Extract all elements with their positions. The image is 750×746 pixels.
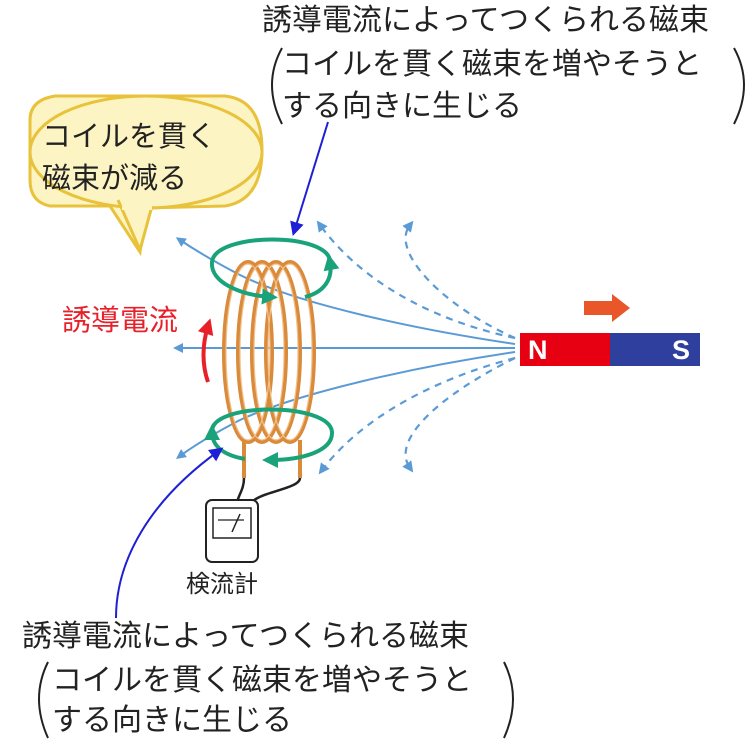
bottom-pointer-arrow bbox=[115, 447, 224, 619]
bottom-annotation-line1: 誘導電流によってつくられる磁束 bbox=[22, 619, 469, 654]
induced-current: 誘導電流 bbox=[62, 303, 214, 383]
coil-loop-2 bbox=[236, 260, 288, 444]
magnet-south-label: S bbox=[672, 335, 690, 365]
bottom-annotation-left-paren bbox=[38, 661, 49, 739]
galvanometer-needle bbox=[231, 513, 241, 533]
bottom-annotation-right-paren bbox=[503, 661, 514, 739]
speech-bubble: コイルを貫く 磁束が減る bbox=[28, 94, 264, 257]
bottom-annotation-line3: する向きに生じる bbox=[52, 703, 292, 738]
top-pointer-arrow bbox=[290, 121, 329, 237]
speech-bubble-line2: 磁束が減る bbox=[42, 161, 187, 195]
top-annotation-line1: 誘導電流によってつくられる磁束 bbox=[262, 3, 709, 38]
galvanometer: 検流計 bbox=[186, 499, 259, 598]
bottom-annotation: 誘導電流によってつくられる磁束 コイルを貫く磁束を増やそうと する向きに生じる bbox=[22, 619, 514, 739]
bottom-annotation-line2: コイルを貫く磁束を増やそうと bbox=[52, 663, 472, 698]
top-annotation-line3: する向きに生じる bbox=[282, 89, 522, 124]
induced-flux-loop-top bbox=[209, 237, 332, 305]
field-line-lower bbox=[175, 351, 516, 459]
solid-field-lines bbox=[173, 237, 516, 459]
induced-flux-loop-top-back bbox=[304, 254, 340, 299]
galvanometer-dial bbox=[212, 507, 252, 539]
induced-flux-loops bbox=[204, 237, 340, 468]
speech-bubble-line1: コイルを貫く bbox=[42, 119, 216, 153]
galvanometer-label: 検流計 bbox=[186, 570, 258, 598]
magnet-south-pole bbox=[610, 333, 700, 366]
coil-highlight bbox=[225, 263, 313, 441]
coil-loop-4 bbox=[264, 260, 316, 444]
magnet-north-label: N bbox=[528, 335, 548, 365]
dashed-field-line-upper-right bbox=[402, 220, 516, 340]
induced-flux-loop-bottom bbox=[209, 407, 335, 468]
coil-loop-1 bbox=[222, 260, 274, 444]
dashed-field-line-upper-left bbox=[316, 220, 516, 340]
dashed-field-lines bbox=[316, 220, 516, 475]
dashed-field-line-lower-left bbox=[318, 356, 516, 475]
induced-current-arrow bbox=[197, 318, 214, 383]
pointer-arrows bbox=[115, 121, 329, 619]
top-annotation-right-paren bbox=[733, 47, 745, 125]
coil bbox=[222, 260, 316, 478]
speech-bubble-tail bbox=[116, 199, 154, 255]
magnet-north-pole bbox=[520, 333, 610, 366]
dashed-field-line-lower-right bbox=[402, 357, 516, 473]
coil-loop-3 bbox=[250, 260, 302, 444]
top-annotation-left-paren bbox=[271, 47, 283, 125]
top-annotation-line2: コイルを貫く磁束を増やそうと bbox=[282, 47, 702, 82]
motion-arrow bbox=[584, 294, 630, 322]
induced-current-label: 誘導電流 bbox=[62, 303, 178, 337]
top-annotation: 誘導電流によってつくられる磁束 コイルを貫く磁束を増やそうと する向きに生じる bbox=[262, 3, 745, 125]
bar-magnet: N S bbox=[520, 294, 700, 366]
